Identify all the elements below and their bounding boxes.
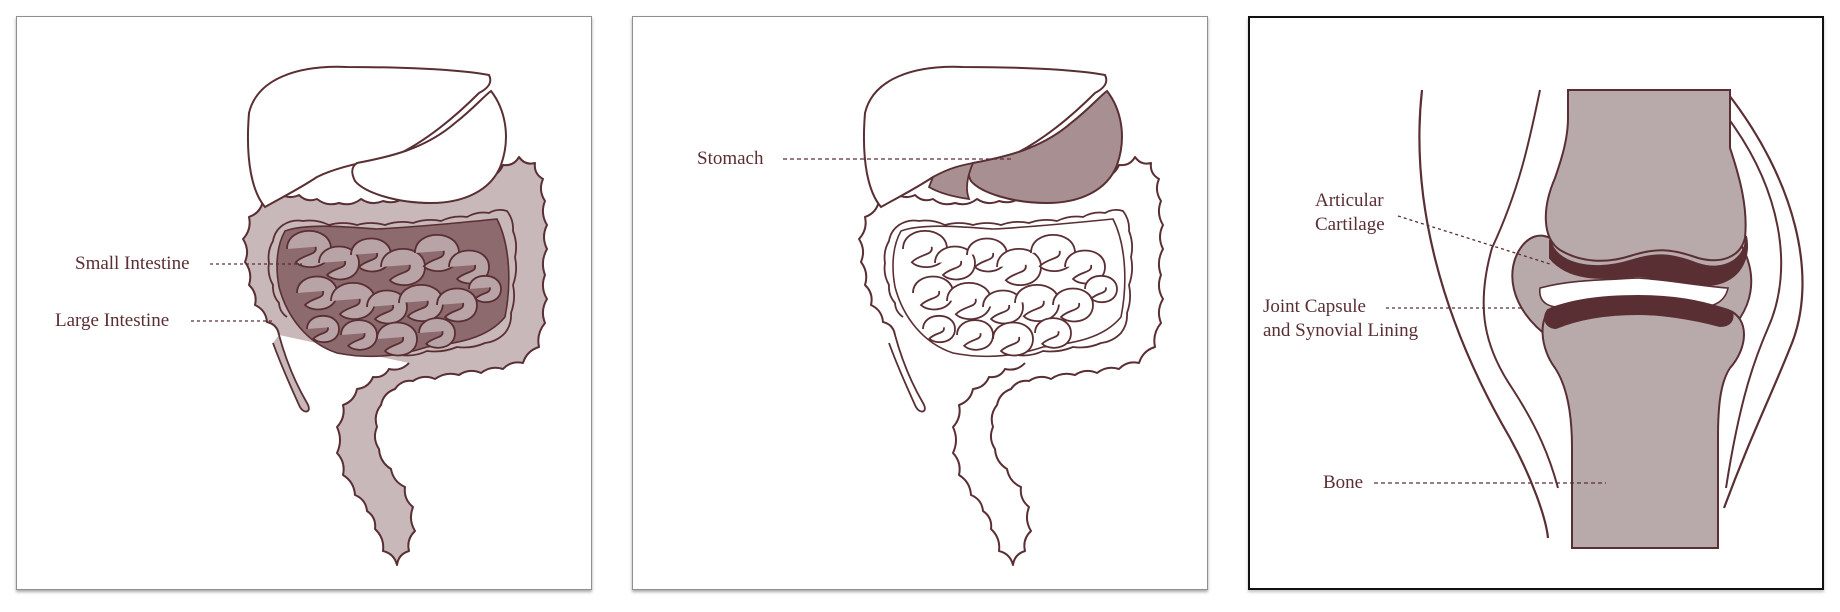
panel-knee-joint: Articular Cartilage Joint Capsule and Sy… — [1248, 16, 1824, 590]
articular-cartilage-label: Articular Cartilage — [1315, 190, 1385, 235]
inner-tissue-right — [1725, 117, 1783, 489]
large-intestine-label: Large Intestine — [55, 310, 170, 331]
joint-capsule-label: Joint Capsule and Synovial Lining — [1263, 296, 1419, 341]
large-intestine-inner-edge — [883, 208, 1134, 357]
large-intestine-outline — [858, 156, 1164, 566]
intestine-coil — [996, 247, 1042, 287]
panel-stomach: Stomach — [632, 16, 1208, 590]
digestive-system-illustration — [191, 65, 548, 566]
intestine-coil — [934, 245, 976, 281]
large-intestine-inner-edge — [267, 208, 518, 357]
intestine-coil — [468, 275, 502, 304]
digestive-system-illustration-stomach — [783, 65, 1164, 566]
intestine-coil — [982, 289, 1024, 325]
stomach-pylorus — [927, 161, 975, 201]
digestive-organs — [242, 65, 548, 566]
stomach-label: Stomach — [697, 148, 764, 169]
lower-bone — [1541, 296, 1745, 549]
large-intestine-outline — [242, 156, 548, 566]
digestive-organs — [858, 65, 1164, 566]
outer-tissue-left — [1418, 89, 1550, 539]
intestine-coil — [436, 287, 478, 323]
intestine-coil — [1034, 317, 1072, 349]
intestine-coil — [922, 315, 956, 344]
intestine-coil — [366, 289, 408, 325]
appendix — [888, 334, 926, 413]
articular-cartilage-leader — [1397, 215, 1551, 265]
upper-bone — [1544, 89, 1747, 262]
panel-intestines: Small Intestine Large Intestine — [16, 16, 592, 590]
intestine-coil — [946, 281, 992, 321]
intestine-coil — [956, 319, 994, 351]
intestine-coil — [414, 233, 460, 273]
intestine-coil — [992, 321, 1034, 357]
lower-cartilage — [1544, 294, 1734, 330]
intestine-coil — [1030, 233, 1076, 273]
liver — [862, 65, 1108, 209]
intestine-coil — [376, 321, 418, 357]
bone-label: Bone — [1323, 472, 1364, 493]
intestine-coil — [380, 247, 426, 287]
intestine-coil — [1052, 287, 1094, 323]
intestine-coil — [296, 275, 338, 311]
knee-joint-illustration — [1374, 89, 1804, 549]
intestine-coil — [330, 281, 376, 321]
upper-cartilage — [1549, 235, 1748, 287]
appendix — [272, 334, 310, 413]
intestine-coil — [306, 315, 340, 344]
intestine-coil — [318, 245, 360, 281]
stomach — [351, 89, 507, 205]
intestine-coil — [340, 319, 378, 351]
stomach — [967, 89, 1123, 205]
intestine-coil — [418, 317, 456, 349]
inner-tissue-left — [1482, 89, 1559, 489]
liver — [246, 65, 492, 209]
intestine-coil — [1084, 275, 1118, 304]
small-intestine-label: Small Intestine — [75, 253, 190, 274]
outer-tissue-right — [1722, 89, 1804, 509]
intestine-coil — [912, 275, 954, 311]
